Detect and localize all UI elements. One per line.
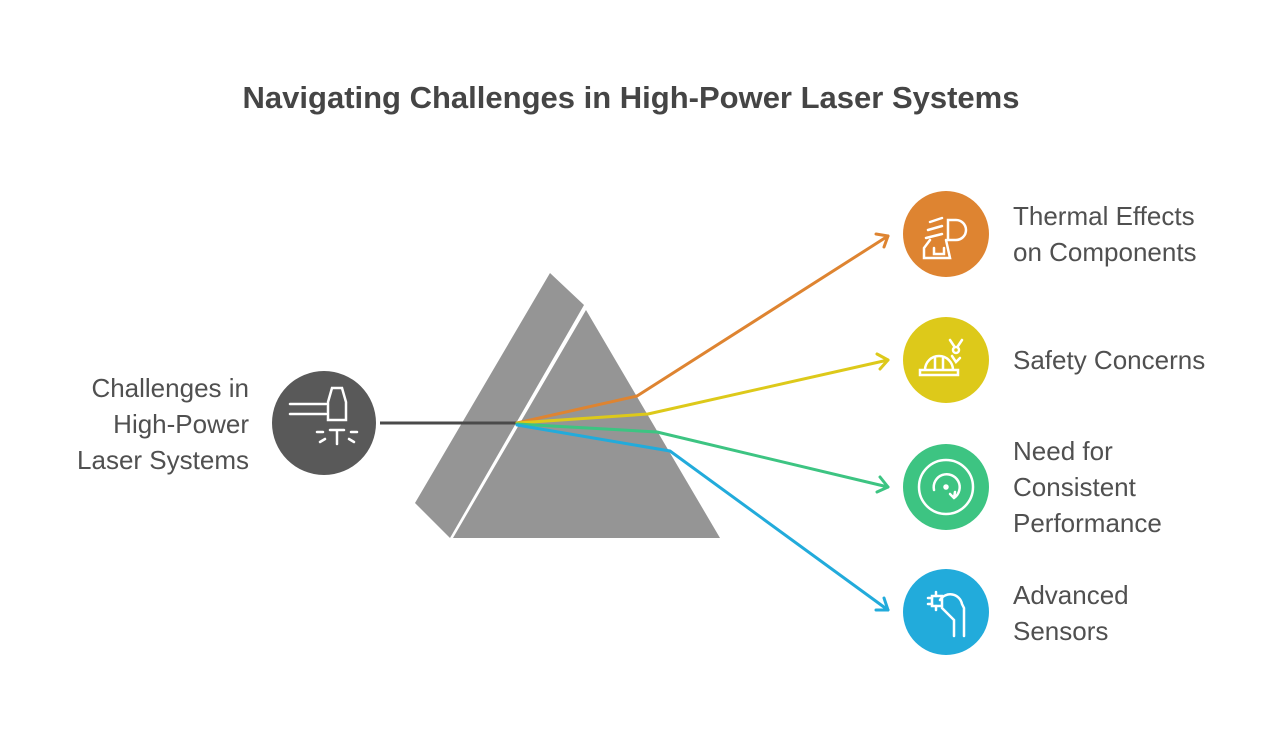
node-performance	[903, 444, 989, 530]
page-title: Navigating Challenges in High-Power Lase…	[242, 80, 1020, 115]
source-label-line: Challenges in	[91, 373, 249, 403]
arrowhead-safety	[875, 352, 890, 371]
source-label-line: Laser Systems	[77, 445, 249, 475]
label-line: Sensors	[1013, 616, 1109, 646]
hardhat-radiation-icon	[918, 338, 964, 377]
label-safety: Safety Concerns	[1013, 342, 1205, 378]
label-line: Performance	[1013, 508, 1162, 538]
source-label-line: High-Power	[113, 409, 249, 439]
label-performance: Need for Consistent Performance	[1013, 433, 1162, 541]
hand-chip-sensor-icon	[926, 590, 966, 638]
rotation-cycle-icon	[917, 458, 975, 516]
label-line: on Components	[1013, 237, 1197, 267]
arrowhead-thermal	[874, 232, 890, 249]
beam-thermal	[515, 234, 890, 425]
prism-front-face	[453, 310, 720, 538]
node-sensors	[903, 569, 989, 655]
label-thermal: Thermal Effects on Components	[1013, 198, 1197, 270]
node-safety	[903, 317, 989, 403]
label-line: Safety Concerns	[1013, 345, 1206, 375]
prism-back-face	[415, 273, 584, 538]
label-line: Advanced	[1013, 580, 1129, 610]
node-thermal	[903, 191, 989, 277]
beam-performance	[515, 422, 890, 489]
heat-lamp-icon	[922, 216, 968, 260]
label-sensors: Advanced Sensors	[1013, 577, 1129, 649]
label-line: Need for	[1013, 436, 1113, 466]
beam-sensors	[515, 423, 890, 612]
label-line: Thermal Effects	[1013, 201, 1195, 231]
arrowhead-performance	[875, 475, 890, 494]
laser-emitter-icon	[288, 386, 359, 446]
beam-safety	[515, 358, 890, 425]
label-line: Consistent	[1013, 472, 1136, 502]
arrowhead-sensors	[874, 596, 890, 612]
source-node	[272, 371, 376, 475]
source-label: Challenges in High-Power Laser Systems	[30, 370, 249, 478]
